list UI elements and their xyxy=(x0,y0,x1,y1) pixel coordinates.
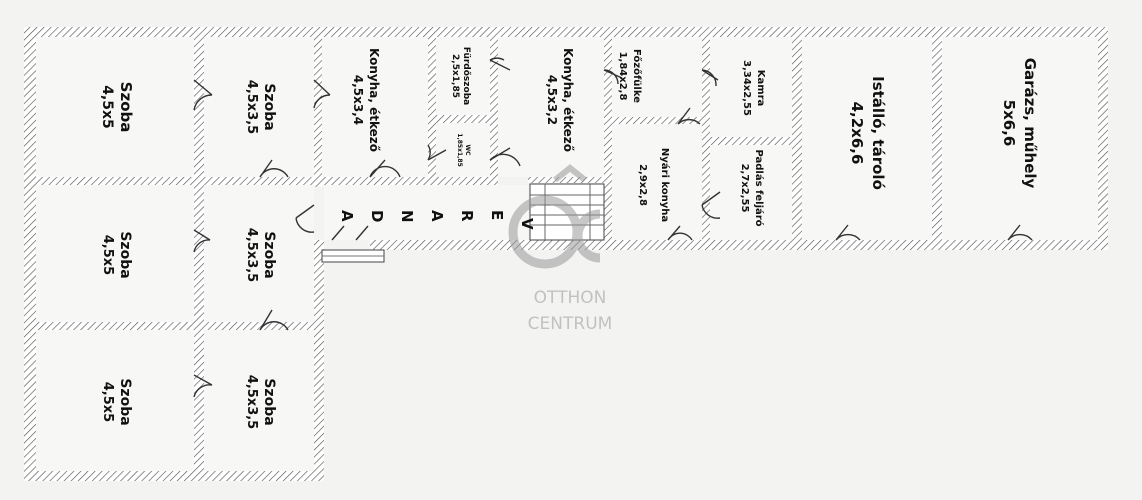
veranda-letter: E xyxy=(488,210,506,220)
room-label-wc: WC 1,85x1,85 xyxy=(456,133,471,166)
svg-text:Szoba: Szoba xyxy=(261,83,277,130)
svg-text:Szoba: Szoba xyxy=(117,82,135,133)
room-interiors xyxy=(36,37,1098,471)
watermark-line2: CENTRUM xyxy=(528,314,613,334)
svg-text:2,9x2,8: 2,9x2,8 xyxy=(637,164,648,206)
watermark-line1: OTTHON xyxy=(534,288,607,308)
room-label-padlas: Padlás feljáró 2,7x2,55 xyxy=(739,149,765,226)
room-label-kamra: Kamra 3,34x2,55 xyxy=(741,60,766,116)
svg-text:3,34x2,55: 3,34x2,55 xyxy=(741,60,752,116)
svg-text:Istálló, tároló: Istálló, tároló xyxy=(869,76,887,190)
svg-text:Szoba: Szoba xyxy=(117,231,133,278)
room-label-szoba-5: Szoba 4,5x5 xyxy=(100,378,133,425)
svg-text:4,5x5: 4,5x5 xyxy=(100,382,115,422)
svg-text:Szoba: Szoba xyxy=(261,231,277,278)
veranda-letter: D xyxy=(368,210,386,222)
svg-text:4,5x5: 4,5x5 xyxy=(99,85,115,129)
room-labels: Szoba 4,5x5 Szoba 4,5x3,5 Konyha, étkező… xyxy=(99,47,1039,429)
room-label-szoba-2: Szoba 4,5x3,5 xyxy=(244,80,277,134)
svg-text:4,5x3,2: 4,5x3,2 xyxy=(545,75,559,125)
room-label-konyha-1: Konyha, étkező 4,5x3,4 xyxy=(351,48,381,152)
svg-text:Kamra: Kamra xyxy=(755,70,766,107)
svg-text:Padlás feljáró: Padlás feljáró xyxy=(753,149,765,226)
veranda-letter: A xyxy=(428,210,446,222)
room-label-furdo: Fürdőszoba 2,5x1,85 xyxy=(450,47,471,105)
svg-text:5x6,6: 5x6,6 xyxy=(1000,100,1018,147)
svg-text:Főzőfülke: Főzőfülke xyxy=(631,49,643,103)
room-label-szoba-6: Szoba 4,5x3,5 xyxy=(244,375,277,429)
svg-text:4,5x5: 4,5x5 xyxy=(100,235,115,275)
svg-text:1,85x1,85: 1,85x1,85 xyxy=(456,133,463,166)
svg-text:Konyha, étkező: Konyha, étkező xyxy=(367,48,381,152)
veranda-letter: A xyxy=(338,210,356,222)
svg-text:Szoba: Szoba xyxy=(117,378,133,425)
watermark: OTTHON CENTRUM xyxy=(508,164,613,334)
room-label-szoba-3: Szoba 4,5x5 xyxy=(100,231,133,278)
svg-text:Garázs, műhely: Garázs, műhely xyxy=(1021,58,1039,189)
svg-text:4,5x3,4: 4,5x3,4 xyxy=(351,75,365,125)
room-label-szoba-4: Szoba 4,5x3,5 xyxy=(244,228,277,282)
svg-text:4,5x3,5: 4,5x3,5 xyxy=(244,80,259,134)
veranda-letter: R xyxy=(458,210,476,222)
svg-text:1,84x2,8: 1,84x2,8 xyxy=(617,52,628,101)
veranda-letter: N xyxy=(398,210,416,223)
svg-text:2,7x2,55: 2,7x2,55 xyxy=(739,164,750,213)
svg-text:Fürdőszoba: Fürdőszoba xyxy=(461,47,471,105)
svg-text:Konyha, étkező: Konyha, étkező xyxy=(561,48,575,152)
svg-text:2,5x1,85: 2,5x1,85 xyxy=(450,54,460,98)
room-label-szoba-1: Szoba 4,5x5 xyxy=(99,82,135,133)
walls xyxy=(24,27,1108,481)
svg-text:Nyári konyha: Nyári konyha xyxy=(659,148,671,222)
svg-text:4,2x6,6: 4,2x6,6 xyxy=(848,102,866,165)
room-label-garazs: Garázs, műhely 5x6,6 xyxy=(1000,58,1039,189)
doors xyxy=(193,57,1033,398)
room-label-istallo: Istálló, tároló 4,2x6,6 xyxy=(848,76,887,190)
entrance-steps xyxy=(321,249,385,263)
svg-text:WC: WC xyxy=(464,144,471,156)
veranda-label: V E R A N D A xyxy=(338,210,536,230)
svg-text:4,5x3,5: 4,5x3,5 xyxy=(244,375,259,429)
oc-logo-icon xyxy=(508,164,601,269)
svg-text:Szoba: Szoba xyxy=(261,378,277,425)
svg-text:4,5x3,5: 4,5x3,5 xyxy=(244,228,259,282)
room-label-nyari: Nyári konyha 2,9x2,8 xyxy=(637,148,671,222)
room-label-konyha-2: Konyha, étkező 4,5x3,2 xyxy=(545,48,575,152)
veranda-letter: V xyxy=(518,218,536,230)
room-label-fozofulke: Főzőfülke 1,84x2,8 xyxy=(617,49,643,103)
